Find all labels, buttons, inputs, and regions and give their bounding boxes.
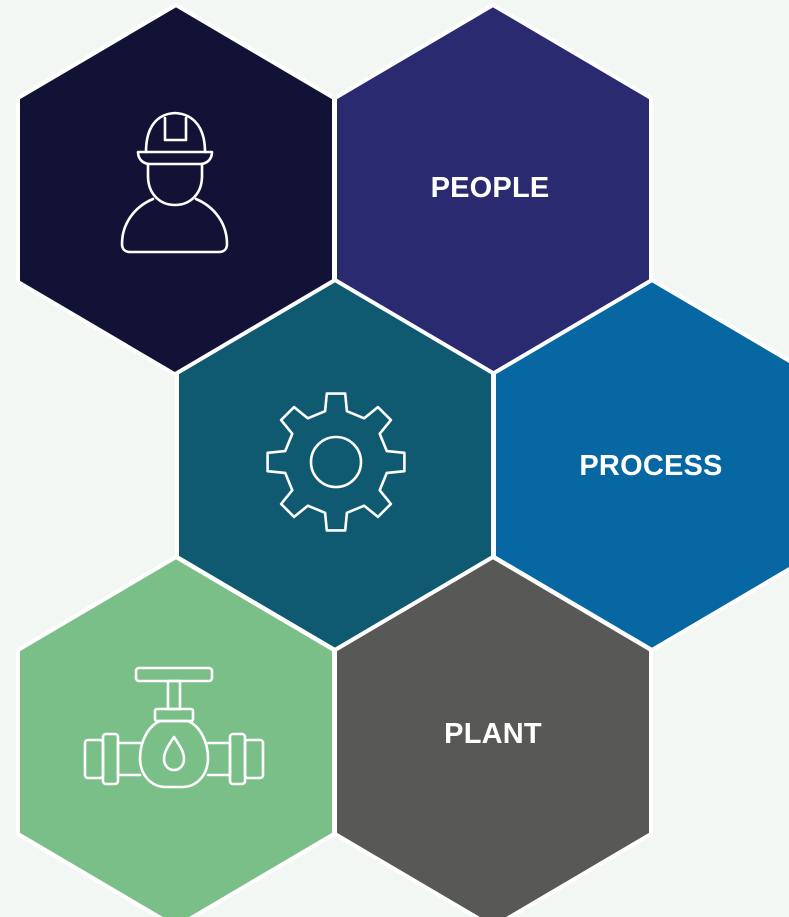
hexagon-plant-shape bbox=[333, 554, 653, 917]
hexagon-plant: PLANT bbox=[333, 554, 653, 917]
gear-outline bbox=[266, 392, 406, 532]
gear-center-circle bbox=[309, 435, 363, 489]
pipe-valve-icon bbox=[83, 666, 265, 789]
process-label: PROCESS bbox=[579, 450, 722, 482]
gear-icon bbox=[266, 392, 406, 532]
people-label: PEOPLE bbox=[431, 172, 550, 204]
hard-hat-worker-icon bbox=[120, 111, 229, 254]
plant-label: PLANT bbox=[444, 718, 542, 750]
